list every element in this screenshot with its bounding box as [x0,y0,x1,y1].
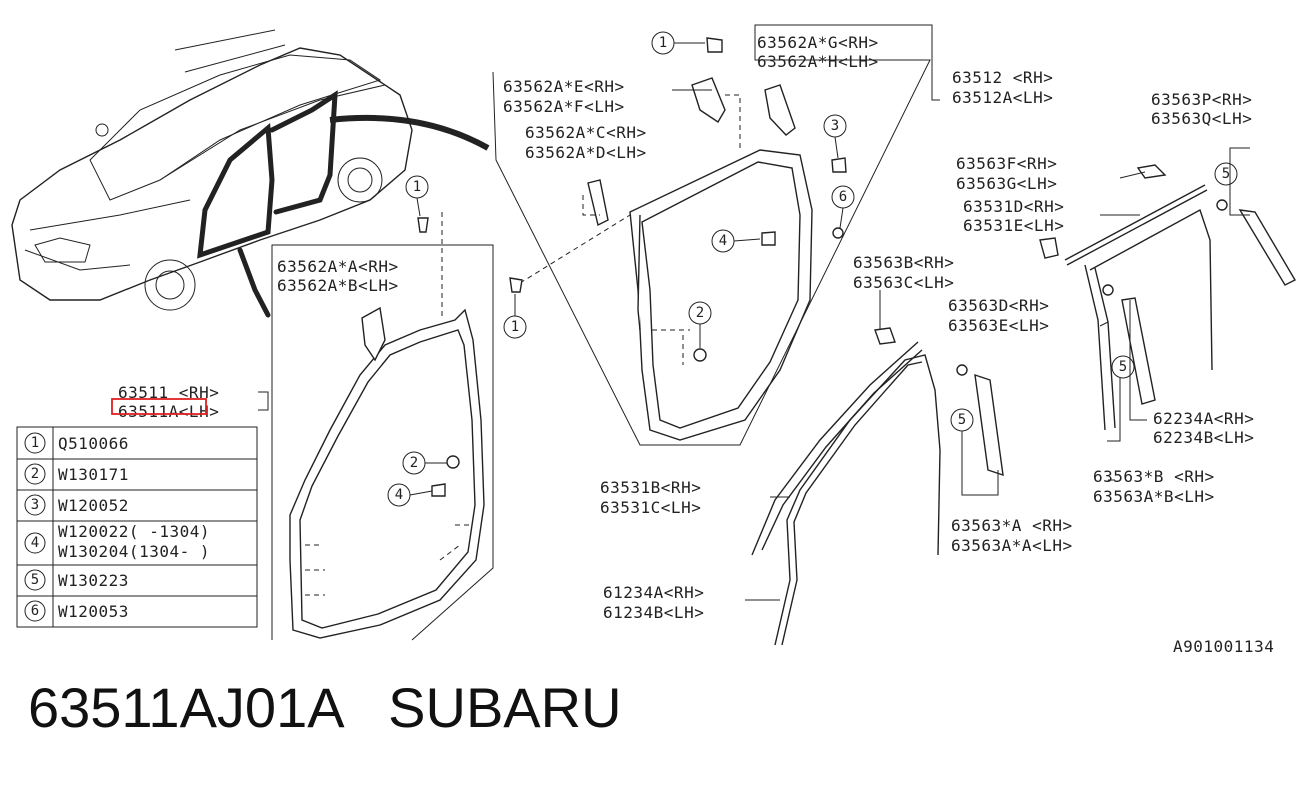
legend-num-4: 4 [31,535,39,551]
label-63563F-rh: 63563F<RH> [956,154,1057,173]
legend-part-1: Q510066 [58,434,129,453]
front-door-seal-group [271,212,631,641]
callout-3: 3 [831,118,839,134]
moulding-parts [751,164,1296,646]
leader-lines [258,89,1250,601]
part-labels: 63511 <RH> 63511A<LH> 63562A*A<RH> 63562… [111,33,1274,656]
legend-part-6: W120053 [58,602,129,621]
callout-5b: 5 [1119,359,1127,375]
footer-part-number: 63511AJ01A [28,676,342,739]
fasteners [417,37,847,497]
rear-door-seal-group [492,24,933,446]
legend-part-2: W130171 [58,465,129,484]
legend-num-5: 5 [31,572,39,588]
label-63562AC-rh: 63562A*C<RH> [525,123,647,142]
legend-num-1: 1 [31,435,39,451]
label-63563B-lh: 63563C<LH> [853,273,954,292]
label-62234A-rh: 62234A<RH> [1153,409,1254,428]
legend-num-6: 6 [31,603,39,619]
callout-1b: 1 [511,319,519,335]
label-63562AA-rh: 63562A*A<RH> [277,257,399,276]
label-63563xA-rh: 63563*A <RH> [951,516,1073,535]
legend-part-4b: W130204(1304- ) [58,542,210,561]
label-63563P-rh: 63563P<RH> [1151,90,1252,109]
label-63562AE-lh: 63562A*F<LH> [503,97,625,116]
label-63563xB-lh: 63563A*B<LH> [1093,487,1215,506]
label-63512-lh: 63512A<LH> [952,88,1053,107]
label-63562AA-lh: 63562A*B<LH> [277,276,399,295]
label-63512-rh: 63512 <RH> [952,68,1053,87]
callout-6: 6 [839,189,847,205]
label-63563xA-lh: 63563A*A<LH> [951,536,1073,555]
legend-num-3: 3 [31,497,39,513]
fastener-legend-table: 1 Q510066 2 W130171 3 W120052 4 W120022(… [16,426,258,628]
label-63563P-lh: 63563Q<LH> [1151,109,1252,128]
callout-4b: 4 [395,487,403,503]
callout-1a: 1 [413,179,421,195]
label-62234A-lh: 62234B<LH> [1153,428,1254,447]
callout-5a: 5 [1222,166,1230,182]
label-63563D-lh: 63563E<LH> [948,316,1049,335]
label-63531B-rh: 63531B<RH> [600,478,701,497]
label-63562AG-rh: 63562A*G<RH> [757,33,879,52]
label-63562AC-lh: 63562A*D<LH> [525,143,647,162]
callouts: 1 1 1 2 2 3 4 4 5 5 5 6 [387,31,1238,507]
label-63563F-lh: 63563G<LH> [956,174,1057,193]
label-63563xB-rh: 63563*B <RH> [1093,467,1215,486]
legend-part-5: W130223 [58,571,129,590]
label-63531D-lh: 63531E<LH> [963,216,1064,235]
label-63562AE-rh: 63562A*E<RH> [503,77,625,96]
footer-brand: SUBARU [388,676,622,739]
vehicle-illustration [11,29,490,318]
label-61234A-lh: 61234B<LH> [603,603,704,622]
label-63563B-rh: 63563B<RH> [853,253,954,272]
legend-part-4a: W120022( -1304) [58,522,210,541]
document-id: A901001134 [1173,637,1274,656]
label-63563D-rh: 63563D<RH> [948,296,1049,315]
callout-5c: 5 [958,412,966,428]
callout-1c: 1 [659,35,667,51]
callout-2a: 2 [696,305,704,321]
label-63531B-lh: 63531C<LH> [600,498,701,517]
label-63531D-rh: 63531D<RH> [963,197,1064,216]
label-63562AG-lh: 63562A*H<LH> [757,52,879,71]
callout-4a: 4 [719,233,727,249]
label-63511-lh: 63511A<LH> [118,402,219,421]
label-61234A-rh: 61234A<RH> [603,583,704,602]
legend-part-3: W120052 [58,496,129,515]
legend-num-2: 2 [31,466,39,482]
highlight-box [111,398,207,415]
callout-2b: 2 [410,455,418,471]
footer-title: 63511AJ01A SUBARU [28,680,622,736]
label-63511-rh: 63511 <RH> [118,383,219,402]
